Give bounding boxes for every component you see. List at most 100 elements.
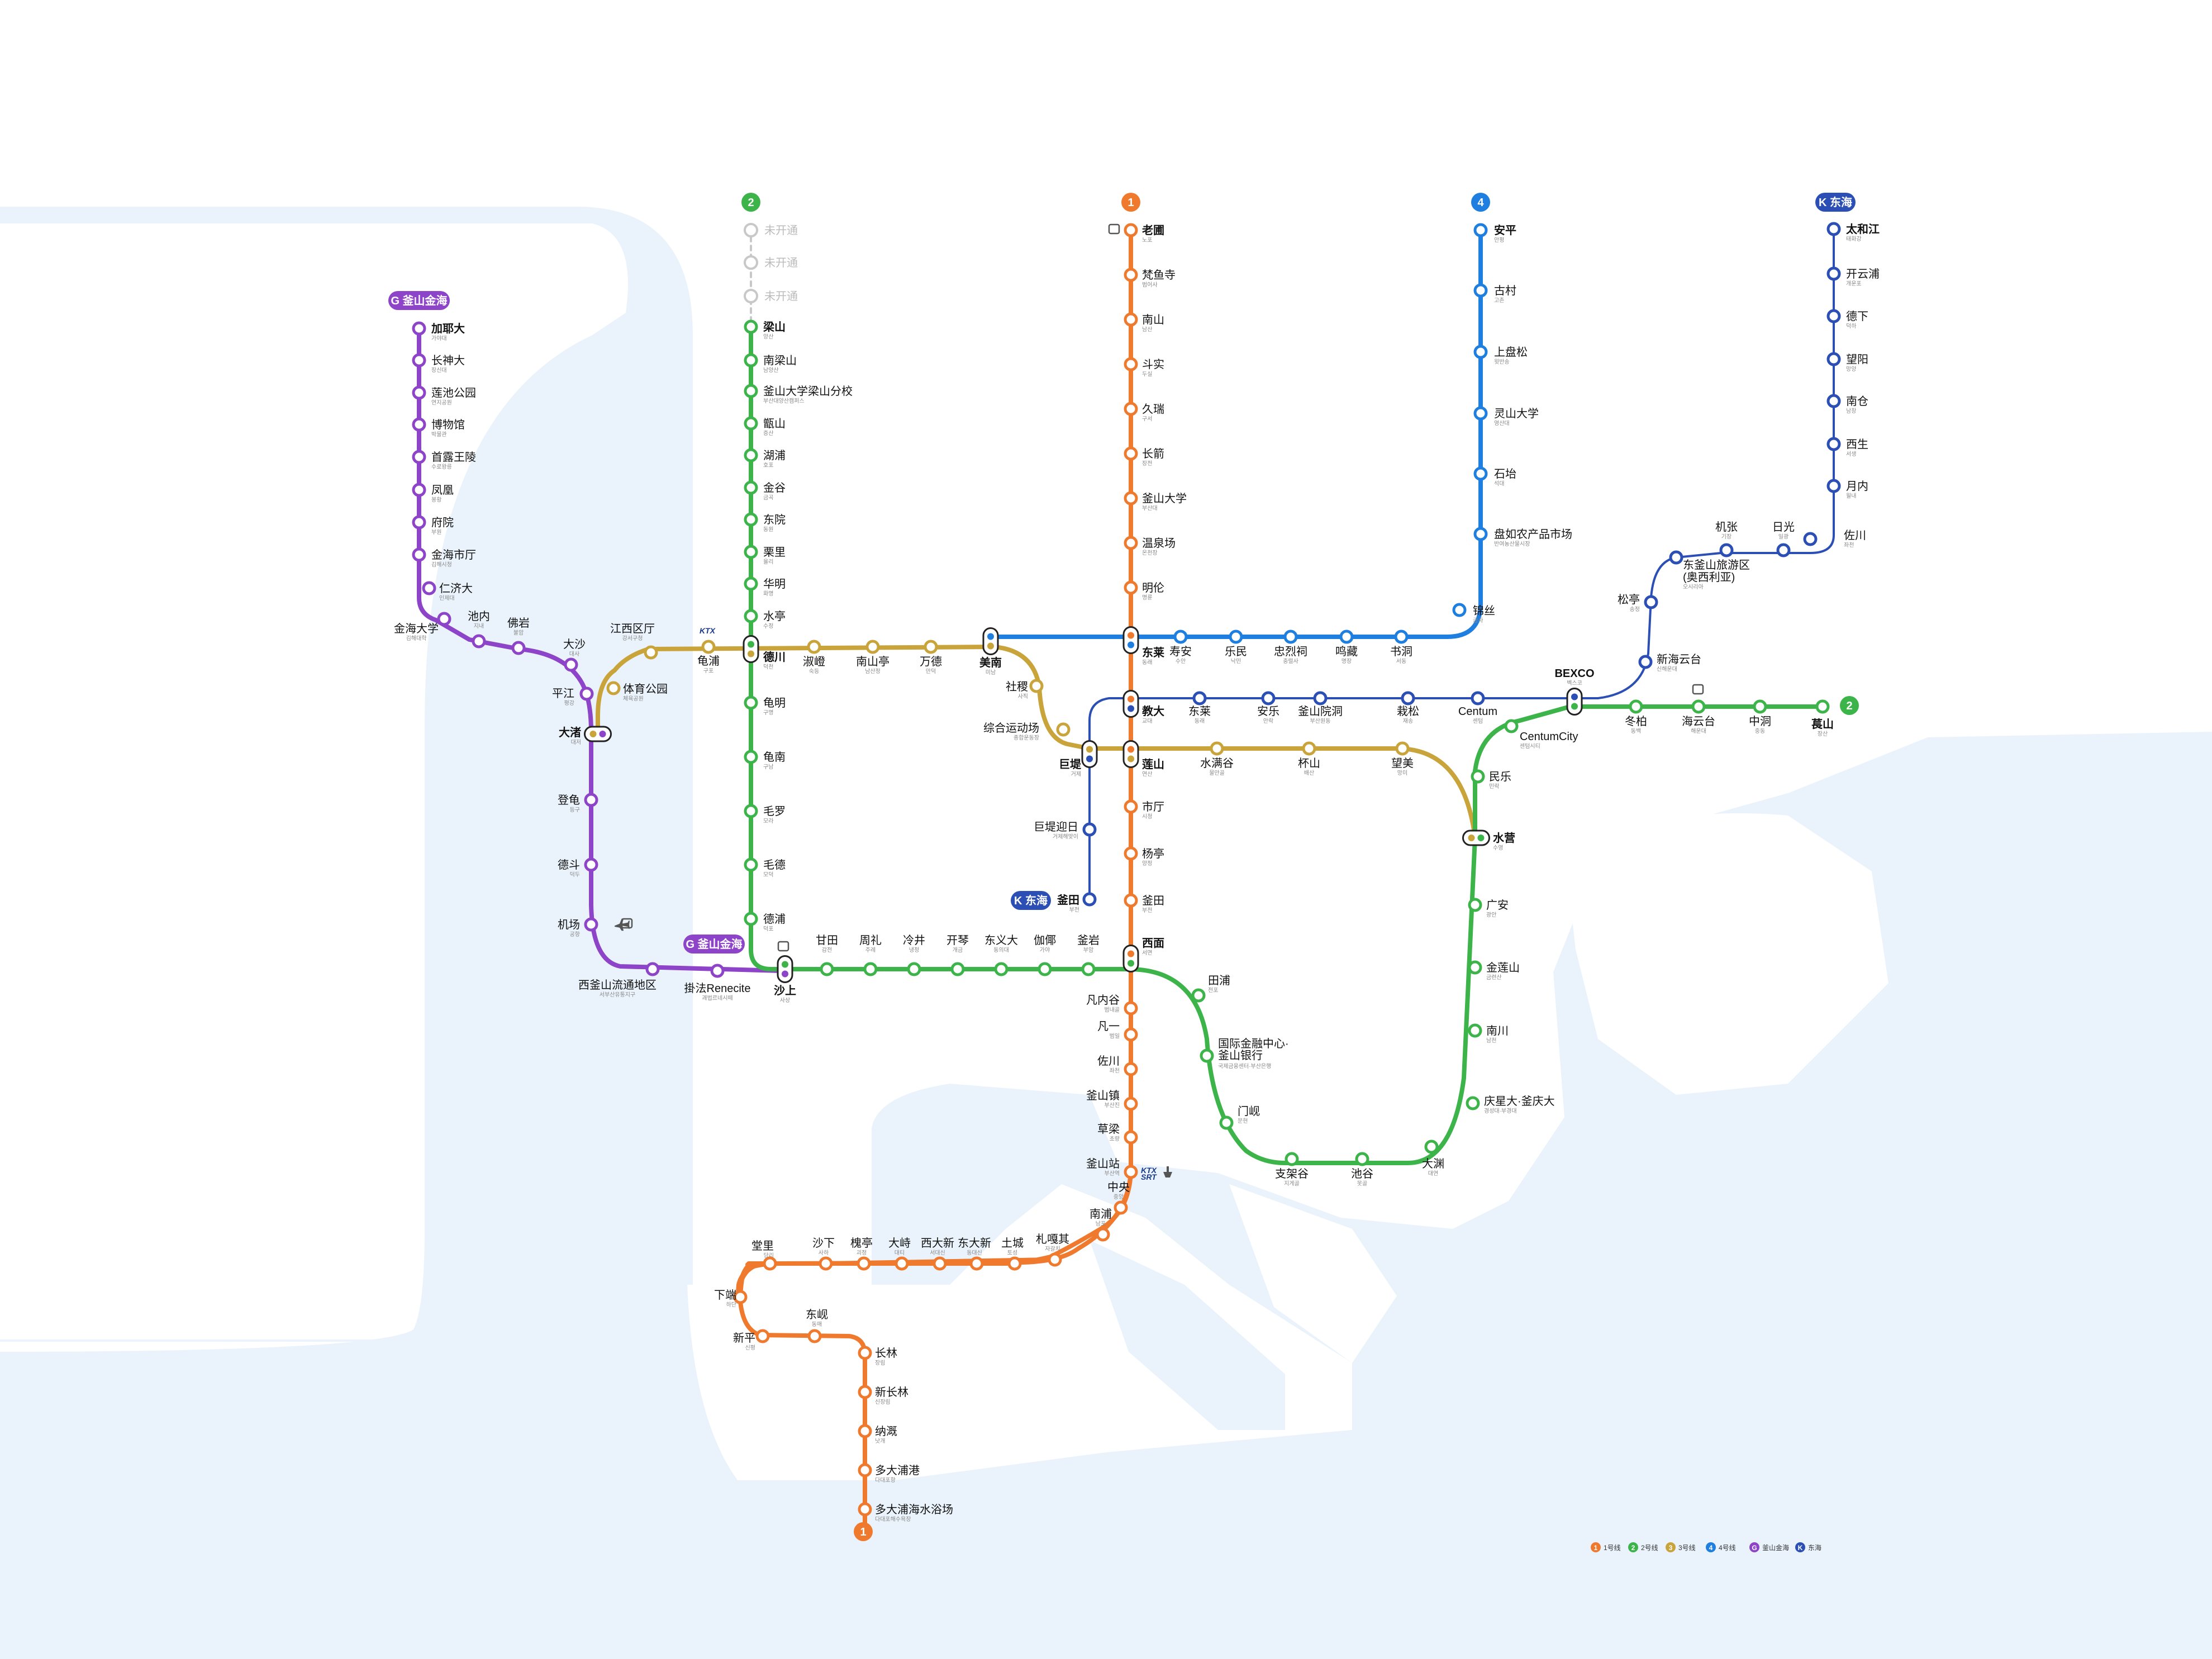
- suyeong-transfer[interactable]: [1462, 830, 1490, 846]
- line2-station[interactable]: [907, 962, 921, 976]
- line2-station[interactable]: [1081, 962, 1096, 976]
- line4-station[interactable]: [1473, 283, 1488, 298]
- line4-station[interactable]: [1339, 630, 1354, 644]
- lineG-station[interactable]: [412, 547, 426, 562]
- lineK-station[interactable]: [1826, 266, 1841, 281]
- line-badge[interactable]: [1815, 193, 1856, 212]
- line-badge[interactable]: [1840, 696, 1859, 715]
- lineG-station[interactable]: [437, 612, 451, 626]
- lineG-station[interactable]: [422, 581, 436, 595]
- lineG-station[interactable]: [412, 417, 426, 432]
- line4-station[interactable]: [1473, 466, 1488, 481]
- line2-station[interactable]: [1471, 769, 1485, 784]
- line1-station[interactable]: [1124, 491, 1138, 506]
- line1-station[interactable]: [1124, 312, 1138, 327]
- lineK-station[interactable]: [1669, 550, 1683, 565]
- lineK-station[interactable]: [1313, 691, 1328, 705]
- line1-station[interactable]: [1124, 799, 1138, 814]
- line2-station[interactable]: [1468, 898, 1482, 912]
- line2-station[interactable]: [1468, 1023, 1482, 1038]
- lineG-station[interactable]: [579, 687, 594, 701]
- line4-station[interactable]: [1473, 223, 1488, 237]
- line1-station[interactable]: [1124, 1130, 1138, 1145]
- line-badge[interactable]: [1471, 193, 1490, 212]
- lineG-station[interactable]: [645, 962, 660, 976]
- line1-station[interactable]: [763, 1256, 777, 1271]
- line1-station[interactable]: [807, 1329, 822, 1343]
- line1-station[interactable]: [1124, 1001, 1138, 1016]
- seomyeon-transfer[interactable]: [1122, 945, 1139, 972]
- line2-station[interactable]: [1038, 962, 1052, 976]
- lineG-station[interactable]: [511, 641, 526, 655]
- line2-station[interactable]: [1191, 988, 1206, 1003]
- line1-station[interactable]: [858, 1385, 872, 1399]
- line4-station[interactable]: [1229, 630, 1243, 644]
- line3-station[interactable]: [701, 640, 716, 654]
- line1-station[interactable]: [858, 1346, 872, 1360]
- lineK-station[interactable]: [1638, 655, 1653, 669]
- lineG-station[interactable]: [584, 917, 598, 932]
- lineG-station[interactable]: [412, 353, 426, 368]
- line-badge[interactable]: [854, 1522, 873, 1541]
- lineK-station[interactable]: [1082, 892, 1097, 907]
- line2-station[interactable]: [744, 857, 758, 872]
- line3-station[interactable]: [606, 681, 621, 695]
- line3-station[interactable]: [644, 645, 658, 660]
- line3-station[interactable]: [1395, 741, 1410, 756]
- line4-station[interactable]: [1283, 630, 1298, 644]
- lineK-station[interactable]: [1719, 543, 1734, 557]
- line1-station[interactable]: [1096, 1227, 1110, 1242]
- line1-station[interactable]: [1124, 846, 1138, 861]
- lineK-station[interactable]: [1826, 309, 1841, 323]
- line1-station[interactable]: [819, 1256, 833, 1271]
- line2-station[interactable]: [1753, 699, 1767, 714]
- line2-station[interactable]: [744, 609, 758, 623]
- line-badge[interactable]: [1011, 891, 1051, 910]
- line1-station[interactable]: [1124, 357, 1138, 371]
- bexco-transfer[interactable]: [1566, 688, 1583, 716]
- line1-station[interactable]: [1124, 268, 1138, 282]
- line3-station[interactable]: [865, 640, 880, 654]
- lineK-station[interactable]: [1776, 543, 1791, 557]
- lineK-station[interactable]: [1192, 691, 1207, 705]
- gyodae-transfer[interactable]: [1122, 690, 1139, 718]
- line1-station[interactable]: [1124, 580, 1138, 595]
- line2-station[interactable]: [1629, 699, 1643, 714]
- lineG-station[interactable]: [412, 515, 426, 530]
- lineK-station[interactable]: [1471, 691, 1485, 705]
- lineG-station[interactable]: [412, 483, 426, 497]
- line1-station[interactable]: [1124, 1165, 1138, 1179]
- line4-station[interactable]: [1473, 527, 1488, 541]
- deokcheon-transfer[interactable]: [743, 635, 759, 663]
- line1-station[interactable]: [733, 1290, 748, 1304]
- line3-station[interactable]: [1029, 679, 1044, 693]
- sasang-transfer[interactable]: [777, 955, 793, 983]
- line1-station[interactable]: [969, 1256, 984, 1271]
- lineG-station[interactable]: [412, 450, 426, 464]
- line1-station[interactable]: [858, 1424, 872, 1438]
- line3-station[interactable]: [1056, 722, 1071, 737]
- lineG-station[interactable]: [584, 793, 598, 807]
- line2-station[interactable]: [744, 695, 758, 710]
- line1-station[interactable]: [1124, 1062, 1138, 1076]
- line-badge[interactable]: [1121, 193, 1140, 212]
- lineG-station[interactable]: [412, 385, 426, 400]
- line1-station[interactable]: [933, 1256, 947, 1271]
- lineK-station[interactable]: [1803, 532, 1818, 546]
- line1-station[interactable]: [1124, 536, 1138, 550]
- line1-station[interactable]: [1048, 1252, 1062, 1267]
- line3-station[interactable]: [1302, 741, 1316, 756]
- line-badge[interactable]: [741, 193, 760, 212]
- lineK-station[interactable]: [1826, 222, 1841, 236]
- line4-station[interactable]: [1394, 630, 1409, 644]
- lineG-station[interactable]: [472, 634, 486, 649]
- lineG-station[interactable]: [564, 657, 578, 672]
- line1-station[interactable]: [1124, 1027, 1138, 1042]
- line2-station[interactable]: [1285, 1152, 1299, 1166]
- line4-station[interactable]: [1473, 406, 1488, 421]
- line1-station[interactable]: [1124, 402, 1138, 416]
- lineK-station[interactable]: [1082, 822, 1097, 837]
- line2-station[interactable]: [744, 576, 758, 591]
- line3-station[interactable]: [924, 640, 938, 654]
- line2-station[interactable]: [744, 320, 758, 334]
